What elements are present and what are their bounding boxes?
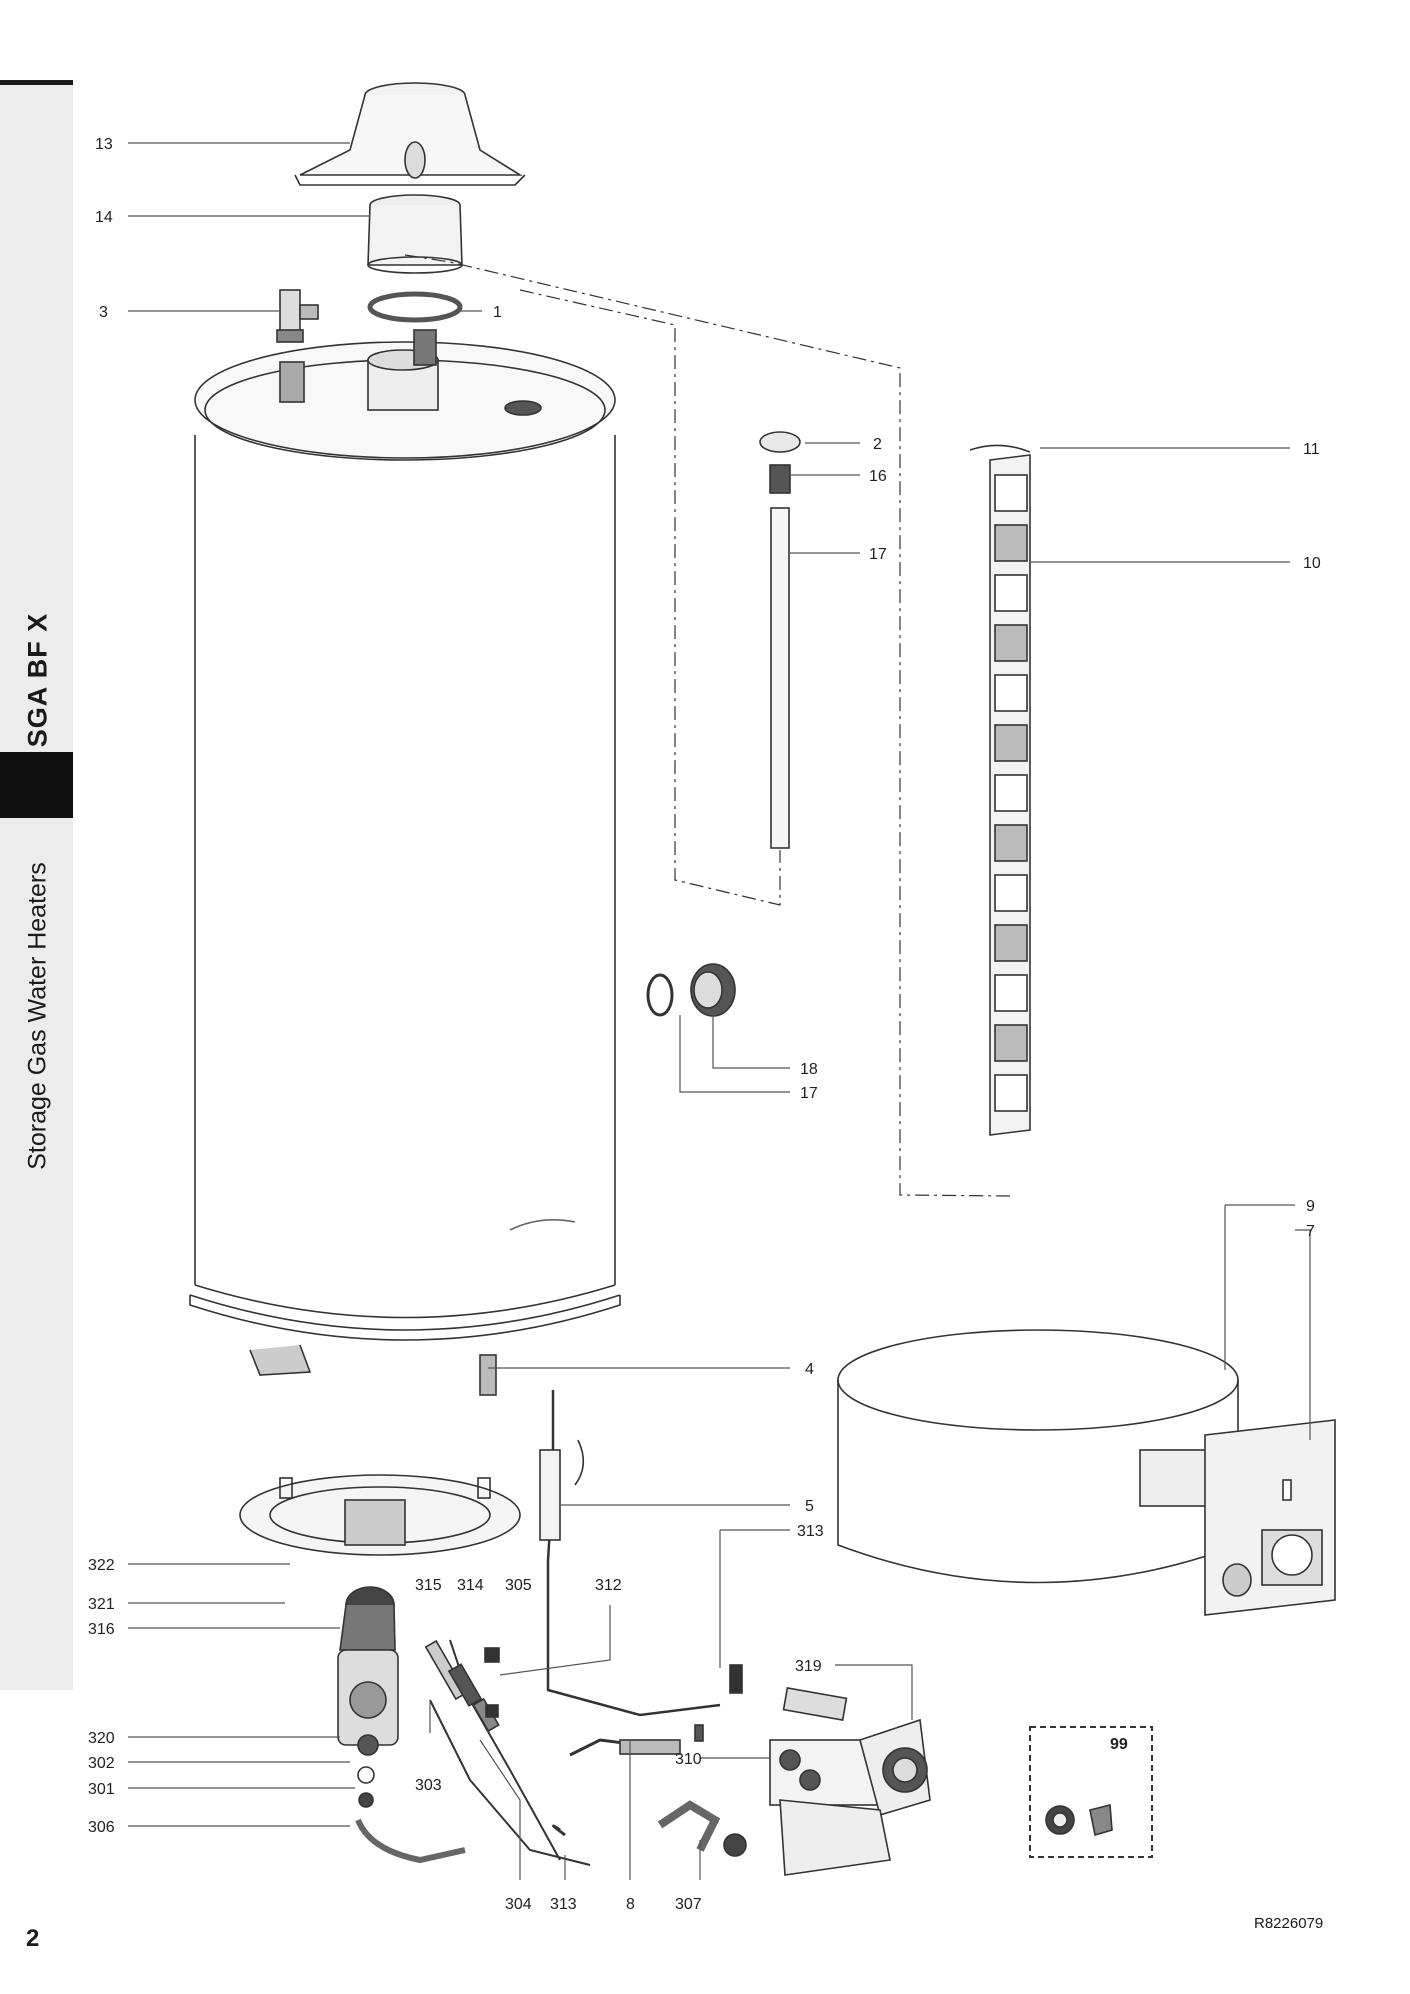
callout-14: 14 xyxy=(95,209,113,226)
callout-322: 322 xyxy=(88,1557,115,1574)
callout-labels: 13 14 3 1 2 16 17 11 10 18 17 9 7 4 5 31… xyxy=(88,136,1321,1913)
callout-320: 320 xyxy=(88,1730,115,1747)
callout-11: 11 xyxy=(1303,441,1320,458)
pilot-parts xyxy=(424,1639,500,1733)
callout-304: 304 xyxy=(505,1896,532,1913)
callout-319: 319 xyxy=(795,1658,822,1675)
callout-312: 312 xyxy=(595,1577,622,1594)
callout-310: 310 xyxy=(675,1751,702,1768)
callout-10: 10 xyxy=(1303,555,1321,572)
baffle-strip xyxy=(969,444,1031,1136)
relief-valve xyxy=(276,289,319,343)
flue-gasket xyxy=(367,291,463,323)
kit-box xyxy=(1029,1726,1153,1858)
callout-303: 303 xyxy=(415,1777,442,1794)
burner-body xyxy=(337,1586,466,1864)
callout-15: 16 xyxy=(869,468,887,485)
callout-311: 313 xyxy=(797,1523,824,1540)
callout-313: 313 xyxy=(550,1896,577,1913)
callout-302: 302 xyxy=(88,1755,115,1772)
callout-321: 321 xyxy=(88,1596,115,1613)
document-code: R8226079 xyxy=(1254,1915,1324,1932)
sidebar-strip xyxy=(0,80,73,1690)
pilot-tubes xyxy=(429,1390,721,1866)
callout-99: 99 xyxy=(1110,1736,1128,1753)
flue-adapter xyxy=(367,194,463,274)
callout-316: 316 xyxy=(88,1621,115,1638)
callout-3: 3 xyxy=(99,304,108,321)
callout-315: 315 xyxy=(415,1577,442,1594)
callout-9: 9 xyxy=(1306,1198,1315,1215)
sidebar-marker xyxy=(0,752,73,818)
callout-17: 17 xyxy=(800,1085,818,1102)
inspection-cap xyxy=(646,963,736,1017)
base-skirt xyxy=(837,1329,1336,1616)
gas-control-valve xyxy=(657,1664,931,1876)
callout-314: 314 xyxy=(457,1577,484,1594)
callout-4: 4 xyxy=(805,1361,814,1378)
page-number: 2 xyxy=(26,1925,40,1952)
flue-hood xyxy=(294,82,526,186)
callout-2: 2 xyxy=(873,436,882,453)
callout-5: 5 xyxy=(805,1498,814,1515)
callout-7: 7 xyxy=(1306,1223,1315,1240)
tank-body xyxy=(189,329,621,1396)
burner-tray xyxy=(239,1474,521,1556)
callout-301: 301 xyxy=(88,1781,115,1798)
callout-16: 17 xyxy=(869,546,887,563)
callout-18: 18 xyxy=(800,1061,818,1078)
anode-assembly xyxy=(759,431,801,849)
callout-306: 306 xyxy=(88,1819,115,1836)
callout-8: 8 xyxy=(626,1896,635,1913)
sidebar-top-rule xyxy=(0,80,73,85)
callout-13: 13 xyxy=(95,136,113,153)
callout-307: 307 xyxy=(675,1896,702,1913)
callout-1: 1 xyxy=(493,304,502,321)
callout-305: 305 xyxy=(505,1577,532,1594)
